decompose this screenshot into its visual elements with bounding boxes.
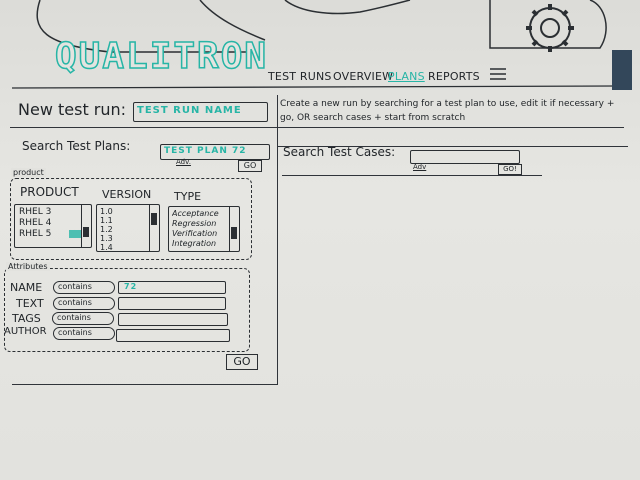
attr-value-name[interactable]: 72 bbox=[118, 281, 226, 294]
operator-value: contains bbox=[57, 313, 91, 322]
product-group bbox=[10, 178, 252, 260]
attr-value-text[interactable] bbox=[118, 297, 226, 310]
operator-value: contains bbox=[58, 328, 92, 337]
divider bbox=[278, 146, 628, 148]
attributes-group-title: Attributes bbox=[6, 262, 50, 271]
list-item[interactable]: 1.4 bbox=[100, 243, 113, 252]
test-run-name-value: TEST RUN NAME bbox=[137, 105, 242, 116]
search-cases-input[interactable] bbox=[410, 150, 520, 164]
product-listbox[interactable]: RHEL 3 RHEL 4 RHEL 5 bbox=[14, 204, 92, 248]
version-header: VERSION bbox=[102, 188, 152, 201]
list-item[interactable]: Verification bbox=[172, 229, 218, 238]
list-item[interactable]: 1.2 bbox=[100, 225, 113, 234]
product-group-title: product bbox=[11, 168, 46, 177]
search-cases-label: Search Test Cases: bbox=[283, 145, 396, 159]
divider bbox=[282, 175, 542, 177]
attributes-go-button[interactable]: GO bbox=[226, 354, 258, 370]
search-plans-go-button[interactable]: GO bbox=[238, 160, 262, 172]
operator-value: contains bbox=[58, 282, 92, 291]
attr-operator-text[interactable]: contains bbox=[53, 297, 115, 310]
nav-plans[interactable]: PLANS bbox=[388, 70, 425, 83]
product-scrollbar[interactable] bbox=[81, 205, 90, 247]
header-doodle bbox=[11, 0, 616, 89]
list-item-selected[interactable]: RHEL 5 bbox=[19, 229, 52, 239]
search-cases-go-button[interactable]: GO! bbox=[498, 164, 522, 175]
test-run-name-input[interactable]: TEST RUN NAME bbox=[133, 102, 268, 122]
type-scrollbar[interactable] bbox=[229, 207, 238, 251]
attr-label-name: NAME bbox=[10, 281, 43, 294]
search-plans-value: TEST PLAN 72 bbox=[164, 146, 247, 156]
nav-reports[interactable]: REPORTS bbox=[428, 70, 480, 83]
attr-value-author[interactable] bbox=[116, 329, 230, 342]
list-item[interactable]: 1.3 bbox=[100, 234, 113, 243]
gear-icon[interactable] bbox=[518, 2, 582, 56]
instructions-text: Create a new run by searching for a test… bbox=[280, 99, 615, 123]
attr-value-tags[interactable] bbox=[118, 313, 228, 326]
operator-value: contains bbox=[58, 298, 92, 307]
list-item[interactable]: RHEL 4 bbox=[19, 218, 52, 228]
list-item[interactable]: 1.0 bbox=[100, 207, 113, 216]
search-plans-adv-link[interactable]: Adv. bbox=[176, 158, 191, 166]
list-item[interactable]: RHEL 3 bbox=[19, 207, 52, 217]
type-listbox[interactable]: Acceptance Regression Verification Integ… bbox=[168, 206, 240, 252]
divider bbox=[10, 127, 624, 129]
attr-operator-author[interactable]: contains bbox=[53, 327, 115, 340]
version-scrollbar[interactable] bbox=[149, 205, 158, 251]
attr-name-value: 72 bbox=[124, 282, 138, 291]
nav-overview[interactable]: OVERVIEW bbox=[333, 70, 394, 83]
column-divider bbox=[277, 95, 279, 385]
selection-highlight bbox=[69, 230, 81, 238]
list-item[interactable]: Regression bbox=[172, 219, 217, 228]
list-item[interactable]: Acceptance bbox=[172, 209, 219, 218]
version-listbox[interactable]: 1.0 1.1 1.2 1.3 1.4 bbox=[96, 204, 160, 252]
nav-test-runs[interactable]: TEST RUNS bbox=[268, 70, 332, 83]
attr-operator-name[interactable]: contains bbox=[53, 281, 115, 294]
type-header: TYPE bbox=[174, 190, 202, 203]
attr-operator-tags[interactable]: contains bbox=[52, 312, 114, 325]
attr-label-text: TEXT bbox=[16, 297, 44, 310]
product-header: PRODUCT bbox=[20, 185, 79, 199]
search-plans-input[interactable]: TEST PLAN 72 bbox=[160, 144, 270, 160]
attr-label-tags: TAGS bbox=[12, 312, 41, 325]
list-item[interactable]: Integration bbox=[172, 239, 217, 248]
side-strip bbox=[612, 50, 632, 90]
attributes-group bbox=[4, 268, 250, 352]
search-plans-label: Search Test Plans: bbox=[22, 139, 131, 153]
list-item[interactable]: 1.1 bbox=[100, 216, 113, 225]
left-panel-bottom-line bbox=[12, 384, 278, 386]
search-cases-adv-link[interactable]: Adv bbox=[413, 163, 427, 171]
menu-icon[interactable] bbox=[488, 66, 508, 84]
attr-label-author: AUTHOR bbox=[4, 326, 47, 337]
app-logo: QUALITRON bbox=[54, 35, 269, 78]
new-run-label: New test run: bbox=[18, 100, 127, 119]
